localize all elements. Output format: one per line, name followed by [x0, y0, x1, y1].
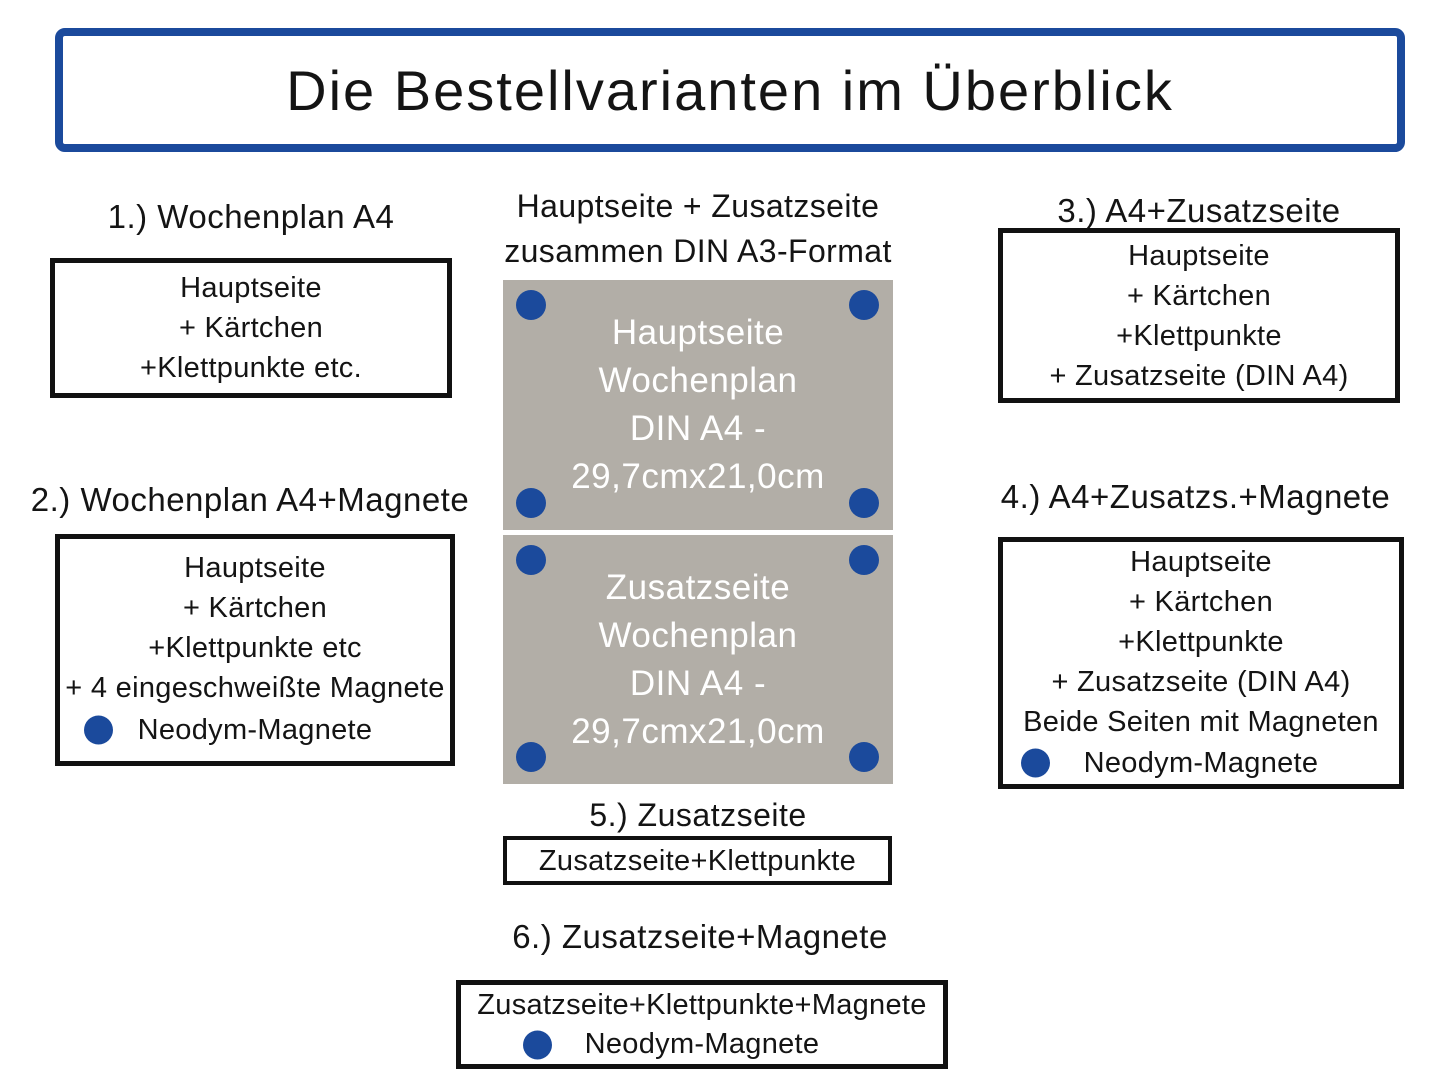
panel-line: 29,7cmx21,0cm: [571, 711, 825, 751]
magnet-label: Neodym-Magnete: [1083, 746, 1319, 779]
magnet-label: Neodym-Magnete: [584, 1028, 820, 1060]
extra-page-panel: Zusatzseite Wochenplan DIN A4 - 29,7cmx2…: [503, 535, 893, 784]
variant-6-box: Zusatzseite+Klettpunkte+Magnete Neodym-M…: [456, 980, 948, 1069]
box-line: + Zusatzseite (DIN A4): [1051, 666, 1351, 698]
variant-2-heading: 2.) Wochenplan A4+Magnete: [30, 481, 470, 518]
variant-2-box: Hauptseite + Kärtchen +Klettpunkte etc +…: [55, 534, 455, 766]
main-page-panel: Hauptseite Wochenplan DIN A4 - 29,7cmx21…: [503, 280, 893, 530]
box-line: Beide Seiten mit Magneten: [1023, 706, 1379, 738]
variant-1-box: Hauptseite + Kärtchen +Klettpunkte etc.: [50, 258, 452, 398]
neodym-magnet-dot-icon: [1021, 748, 1050, 778]
neodym-magnet-dot-icon: [84, 715, 113, 745]
variant-5-box: Zusatzseite+Klettpunkte: [503, 836, 892, 885]
magnet-dot-icon: [516, 545, 546, 575]
box-line: + Zusatzseite (DIN A4): [1049, 359, 1349, 392]
panel-line: Zusatzseite: [605, 567, 791, 607]
center-heading-line: zusammen DIN A3-Format: [504, 233, 892, 269]
panel-line: Wochenplan: [598, 615, 798, 655]
variant-1-heading: 1.) Wochenplan A4: [107, 198, 395, 235]
panel-line: 29,7cmx21,0cm: [571, 457, 825, 496]
box-line: Zusatzseite+Klettpunkte+Magnete: [477, 989, 927, 1021]
variant-3-heading: 3.) A4+Zusatzseite: [1057, 192, 1341, 229]
center-heading-line: Hauptseite + Zusatzseite: [516, 188, 880, 224]
box-line: + Kärtchen: [1128, 586, 1274, 618]
magnet-dot-icon: [849, 545, 879, 575]
variant-3-box: Hauptseite + Kärtchen +Klettpunkte + Zus…: [998, 228, 1400, 403]
box-line: Hauptseite: [180, 272, 322, 304]
panel-line: Hauptseite: [611, 313, 785, 352]
center-heading: Hauptseite + Zusatzseite zusammen DIN A3…: [488, 184, 908, 274]
panel-line: DIN A4 -: [629, 663, 767, 703]
magnet-label: Neodym-Magnete: [137, 713, 373, 746]
box-line: + Kärtchen: [182, 592, 328, 624]
variant-4-heading: 4.) A4+Zusatzs.+Magnete: [1000, 478, 1391, 515]
magnet-row: Neodym-Magnete: [60, 708, 450, 752]
box-line: +Klettpunkte: [1116, 319, 1282, 352]
neodym-magnet-dot-icon: [523, 1030, 552, 1059]
magnet-dot-icon: [516, 290, 546, 320]
page-title: Die Bestellvarianten im Überblick: [286, 58, 1174, 122]
panel-line: DIN A4 -: [629, 409, 767, 448]
magnet-row: Neodym-Magnete: [461, 1025, 943, 1064]
magnet-dot-icon: [516, 742, 546, 772]
magnet-dot-icon: [849, 742, 879, 772]
variant-6-heading: 6.) Zusatzseite+Magnete: [512, 918, 888, 955]
magnet-row: Neodym-Magnete: [1003, 742, 1399, 784]
box-line: Hauptseite: [1128, 239, 1270, 272]
magnet-dot-icon: [849, 488, 879, 518]
box-line: +Klettpunkte etc.: [140, 352, 362, 384]
box-line: + Kärtchen: [178, 312, 324, 344]
box-line: +Klettpunkte etc: [148, 632, 362, 664]
variant-4-box: Hauptseite + Kärtchen +Klettpunkte + Zus…: [998, 537, 1404, 789]
variant-5-heading: 5.) Zusatzseite: [589, 797, 807, 833]
box-line: +Klettpunkte: [1118, 626, 1284, 658]
box-line: + Kärtchen: [1126, 279, 1272, 312]
magnet-dot-icon: [849, 290, 879, 320]
magnet-dot-icon: [516, 488, 546, 518]
box-line: Zusatzseite+Klettpunkte: [538, 844, 857, 877]
box-line: + 4 eingeschweißte Magnete: [65, 672, 445, 704]
box-line: Hauptseite: [1130, 546, 1272, 578]
panel-line: Wochenplan: [598, 361, 798, 400]
box-line: Hauptseite: [184, 552, 326, 584]
title-banner: Die Bestellvarianten im Überblick: [55, 28, 1405, 152]
